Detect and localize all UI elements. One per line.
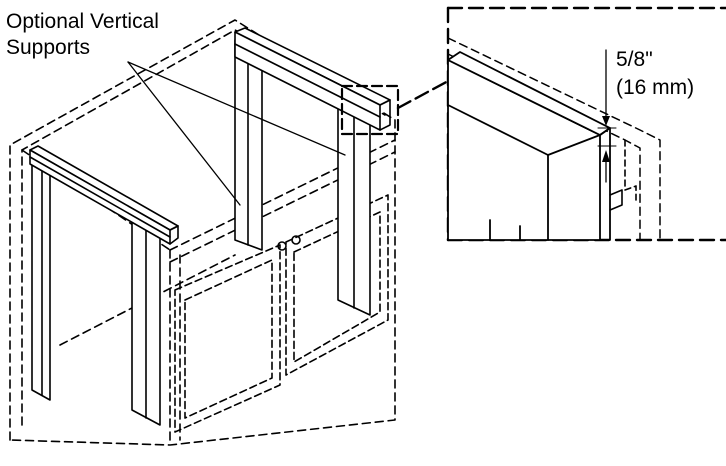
left-front-support (31, 161, 161, 426)
supports-label-line1: Optional Vertical (6, 10, 159, 33)
door-knob-right (291, 235, 301, 245)
supports-label-line2: Supports (6, 36, 91, 59)
detail-callout-box (340, 84, 400, 136)
detail-connector-line (396, 78, 452, 110)
door-knob-left (277, 241, 287, 251)
left-top-beam (29, 145, 179, 245)
detail-contents (447, 37, 661, 241)
cabinet-doors (174, 194, 389, 433)
dimension-label-inches: 5/8" (616, 48, 653, 71)
leader-lines (127, 61, 346, 206)
dimension-label-mm: (16 mm) (616, 76, 695, 99)
